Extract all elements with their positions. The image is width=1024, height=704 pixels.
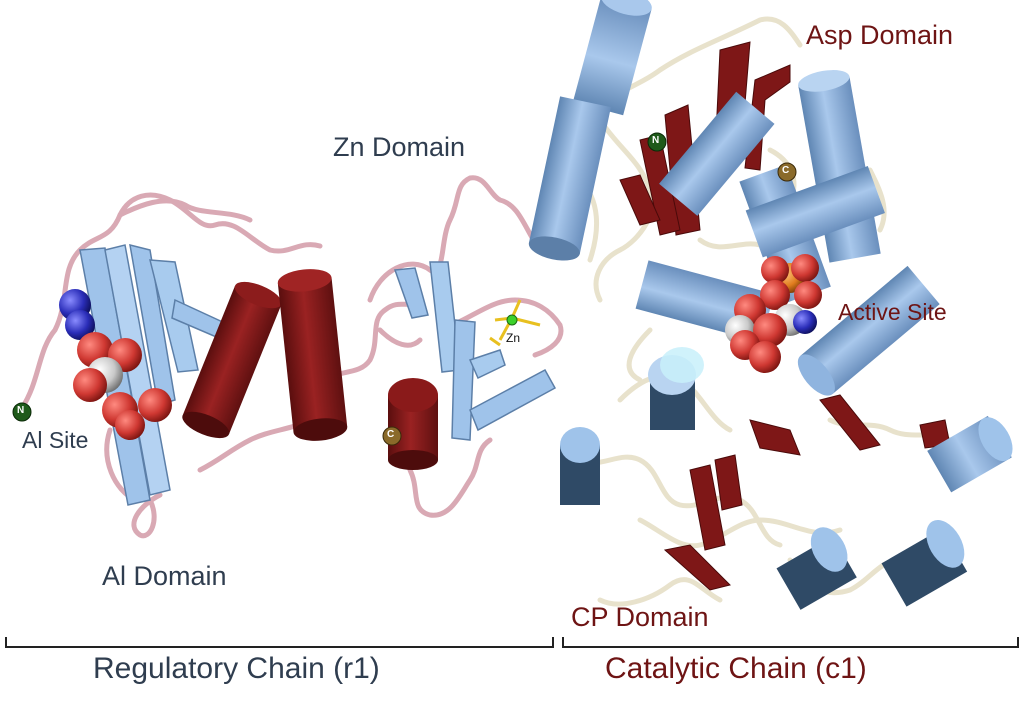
regulatory-chain-label: Regulatory Chain (r1) [93, 652, 380, 685]
al-site-label: Al Site [22, 427, 89, 453]
catalytic-chain-label: Catalytic Chain (c1) [605, 652, 867, 685]
c-terminus-letter-catalytic: C [782, 165, 790, 176]
catalytic-chain-bracket [562, 637, 1019, 648]
zn-atom-label: Zn [506, 331, 521, 345]
asp-domain-label: Asp Domain [806, 20, 954, 50]
n-terminus-letter-catalytic: N [652, 135, 660, 146]
active-site-spheres [725, 254, 822, 373]
zn-domain-helix [388, 378, 438, 470]
al-domain-helices [182, 269, 348, 441]
n-terminus-letter-al: N [17, 405, 25, 416]
c-terminus-marker-catalytic [777, 162, 797, 182]
n-terminus-marker-al [12, 402, 32, 422]
active-site-label: Active Site [838, 299, 947, 325]
zinc-atom [506, 314, 518, 326]
al-domain-label: Al Domain [102, 561, 227, 591]
zn-domain-strands [393, 261, 557, 441]
n-terminus-marker-catalytic [647, 132, 667, 152]
cp-domain-label: CP Domain [571, 602, 709, 632]
c-terminus-marker-zn [382, 426, 402, 446]
al-domain-coil [19, 192, 423, 539]
regulatory-chain-bracket [5, 637, 554, 648]
zn-domain-label: Zn Domain [333, 132, 466, 162]
c-terminus-letter-zn: C [387, 429, 395, 440]
al-site-spheres [59, 289, 172, 440]
zn-domain-coil [367, 175, 564, 518]
